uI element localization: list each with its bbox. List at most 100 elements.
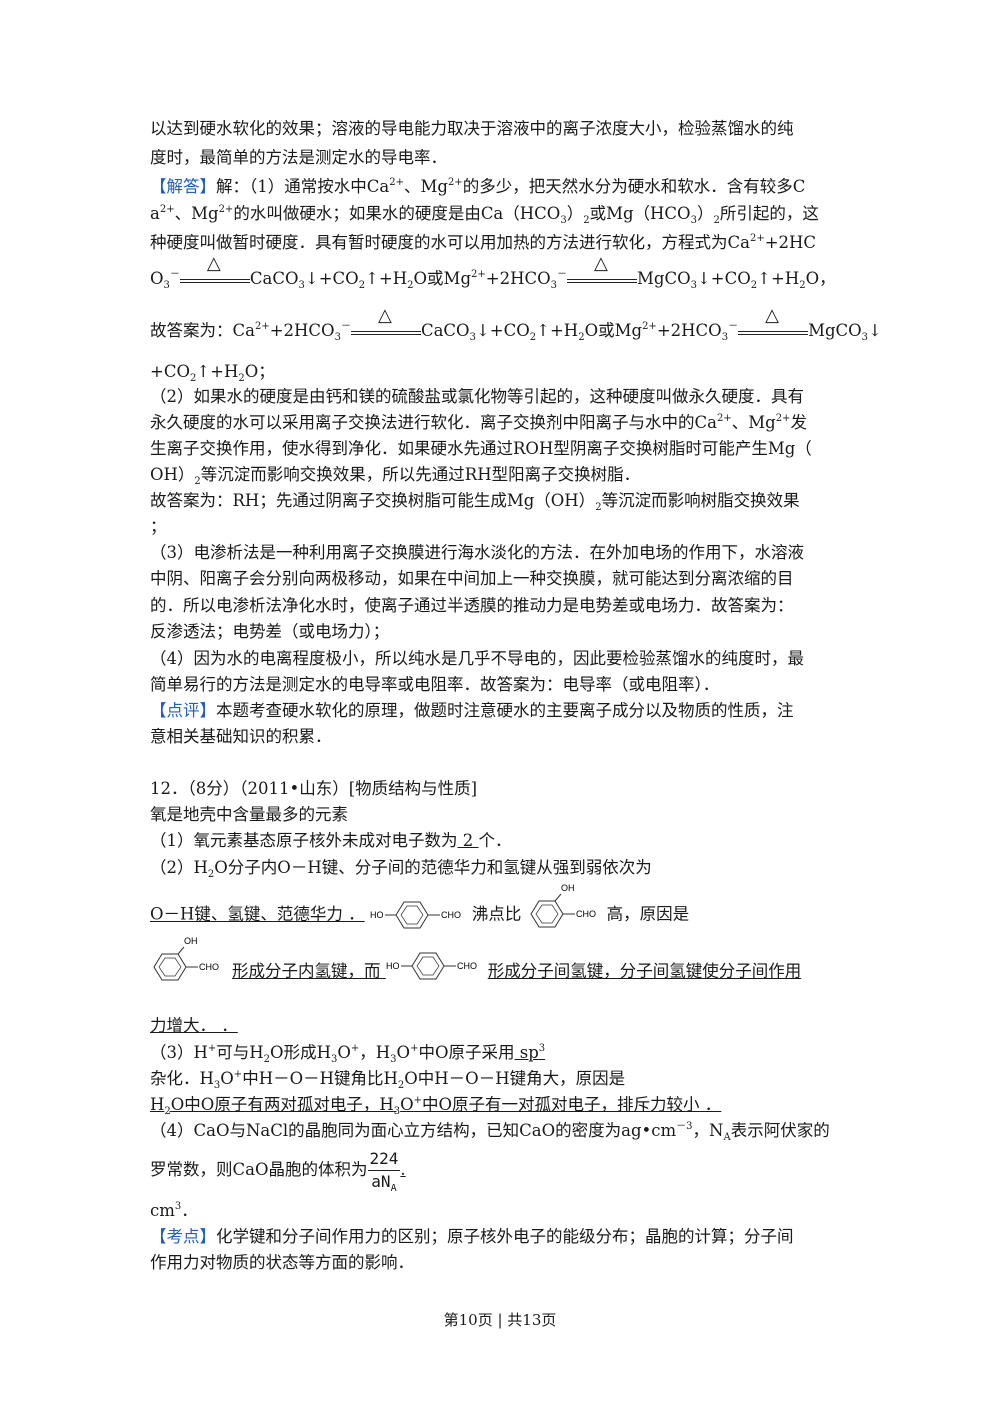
text: ，N [692, 1121, 724, 1140]
structure-label: OH [184, 936, 198, 946]
text: 、Mg [731, 413, 776, 432]
text: 本题考查硬水软化的原理，做题时注意硬水的主要离子成分以及物质的性质，注 [216, 701, 794, 720]
subscript: 3 [469, 332, 476, 343]
text: 氧是地壳中含量最多的元素 [150, 805, 348, 824]
superscript: － [340, 321, 351, 332]
text-line: H2O中O原子有两对孤对电子，H3O+中O原子有一对孤对电子，排斥力较小 ． [150, 1094, 722, 1117]
superscript: 2+ [159, 204, 175, 215]
text: 种硬度叫做暂时硬度．具有暂时硬度的水可以用加热的方法进行软化，方程式为Ca [150, 233, 750, 252]
equals-bar [179, 278, 250, 283]
superscript: 2+ [716, 413, 732, 424]
subscript: 2 [407, 280, 414, 291]
superscript: 2+ [775, 413, 791, 424]
comment-tag: 【点评】 [150, 701, 216, 720]
structure-label: HO [370, 910, 384, 920]
subscript: 2 [397, 1080, 405, 1091]
text: 形成分子内氢键，而 [232, 961, 381, 981]
text: O， [805, 269, 836, 288]
text: （2）H [150, 858, 208, 877]
text: ． [699, 1095, 722, 1114]
answer-blank: 力增大． [150, 1016, 216, 1035]
answer-blank: ． [216, 1016, 238, 1035]
text-line: 种硬度叫做暂时硬度．具有暂时硬度的水可以用加热的方法进行软化，方程式为Ca2++… [150, 232, 816, 254]
text: O中O原子有两对孤对电子，H [170, 1095, 394, 1114]
text-line: 杂化．H3O+中H－O－H键角比H2O中H－O－H键角大，原因是 [150, 1068, 625, 1091]
text: ，H [359, 1043, 391, 1062]
subscript: 2 [595, 502, 602, 513]
superscript: 2+ [389, 177, 404, 188]
text: sp [514, 1043, 539, 1062]
text: 中H－O－H键角比H [242, 1069, 398, 1088]
keypoint-line: 【考点】化学键和分子间作用力的区别；原子核外电子的能级分布；晶胞的计算；分子间 [150, 1226, 794, 1248]
text-line: 反渗透法；电势差（或电场力）； [150, 621, 389, 643]
superscript: 2+ [447, 177, 463, 188]
text: O [337, 1043, 351, 1062]
answer-tag: 【解答】 [150, 177, 216, 196]
subscript: 2 [207, 869, 215, 880]
text-line: 度时，最简单的方法是测定水的导电率． [150, 147, 447, 169]
superscript: － [169, 269, 180, 280]
text: OH） [150, 465, 195, 484]
text-line: （3）电渗析法是一种利用离子交换膜进行海水淡化的方法．在外加电场的作用下，水溶液 [150, 542, 804, 564]
para-hydroxybenzaldehyde-structure: HO CHO [386, 952, 477, 980]
text: （4）CaO与NaCl的晶胞同为面心立方结构，已知CaO的密度为ag•cm [150, 1121, 677, 1140]
text: 故答案为：Ca [150, 321, 255, 340]
text: 作用力对物质的状态等方面的影响． [150, 1253, 414, 1272]
text: 可与H [216, 1043, 264, 1062]
comment-line: 【点评】本题考查硬水软化的原理，做题时注意硬水的主要离子成分以及物质的性质，注 [150, 700, 794, 722]
text: （2）如果水的硬度是由钙和镁的硫酸盐或氯化物等引起的，这种硬度叫做永久硬度．具有 [150, 387, 804, 406]
superscript: + [207, 1043, 217, 1054]
text-line: 力增大． ． [150, 1015, 238, 1037]
text: MgCO [808, 321, 862, 340]
text-line: 意相关基础知识的积累． [150, 726, 332, 748]
subscript: 3 [560, 215, 567, 226]
text-line: a2+、Mg2+的水叫做硬水；如果水的硬度是由Ca（HCO3）2或Mg（HCO3… [150, 203, 819, 226]
subscript: 2 [189, 373, 197, 384]
subscript: 2 [194, 476, 201, 487]
text: （3）H [150, 1043, 208, 1062]
text: O形成H [270, 1043, 331, 1062]
subscript: 3 [550, 280, 557, 291]
text: 或Mg（HCO [589, 204, 691, 223]
structure-label: CHO [457, 961, 477, 971]
text: 发 [790, 413, 807, 432]
superscript: －3 [676, 1121, 693, 1132]
text-line: 故答案为：RH；先通过阴离子交换树脂可能生成Mg（OH）2等沉淀而影响树脂交换效… [150, 490, 800, 513]
subscript: 2 [529, 332, 537, 343]
text: ↑+H [536, 321, 579, 340]
subscript: A [390, 1183, 397, 1194]
subscript: 3 [163, 280, 170, 291]
text: ↑+H [757, 269, 800, 288]
structure-label: CHO [441, 910, 461, 920]
subscript: 2 [238, 373, 245, 384]
delta-symbol: △ [765, 304, 779, 326]
text: （4）因为水的电离程度极小，所以纯水是几乎不导电的，因此要检验蒸馏水的纯度时，最 [150, 649, 804, 668]
text-line: 永久硬度的水可以采用离子交换法进行软化．离子交换剂中阳离子与水中的Ca2+、Mg… [150, 412, 807, 434]
ortho-hydroxybenzaldehyde-structure: OH CHO [530, 883, 596, 928]
subscript: 2 [583, 215, 590, 226]
heating-arrow-icon: △ [738, 305, 809, 343]
subscript: 2 [750, 280, 758, 291]
text-line: 简单易行的方法是测定水的电导率或电阻率．故答案为：电导率（或电阻率）． [150, 674, 719, 696]
text: cm [150, 1201, 175, 1220]
text: 沸点比 [471, 904, 522, 924]
text: （1）氧元素基态原子核外未成对电子数为 [150, 831, 458, 850]
text: CaCO [249, 269, 299, 288]
text: 度时，最简单的方法是测定水的导电率． [150, 148, 447, 167]
text: 个． [478, 831, 512, 850]
superscript: 3 [538, 1043, 546, 1054]
text: 的．所以电渗析法净化水时，使离子通过半透膜的推动力是电势差或电场力．故答案为： [150, 596, 794, 615]
text: ↓+CO [304, 269, 359, 288]
text: 反渗透法；电势差（或电场力）； [150, 622, 390, 641]
page-footer: 第10页 | 共13页 [443, 1311, 557, 1329]
answer-blank: 2 [457, 831, 479, 850]
subscript: 3 [393, 1106, 401, 1117]
subscript: 2 [578, 332, 585, 343]
superscript: + [233, 1069, 243, 1080]
text: ↓ [868, 321, 882, 340]
text-line: OH CHO 形成分子内氢键，而 HO CHO 形成分子间氢键，分子间氢键使分子… [150, 936, 801, 984]
text: MgCO [637, 269, 691, 288]
